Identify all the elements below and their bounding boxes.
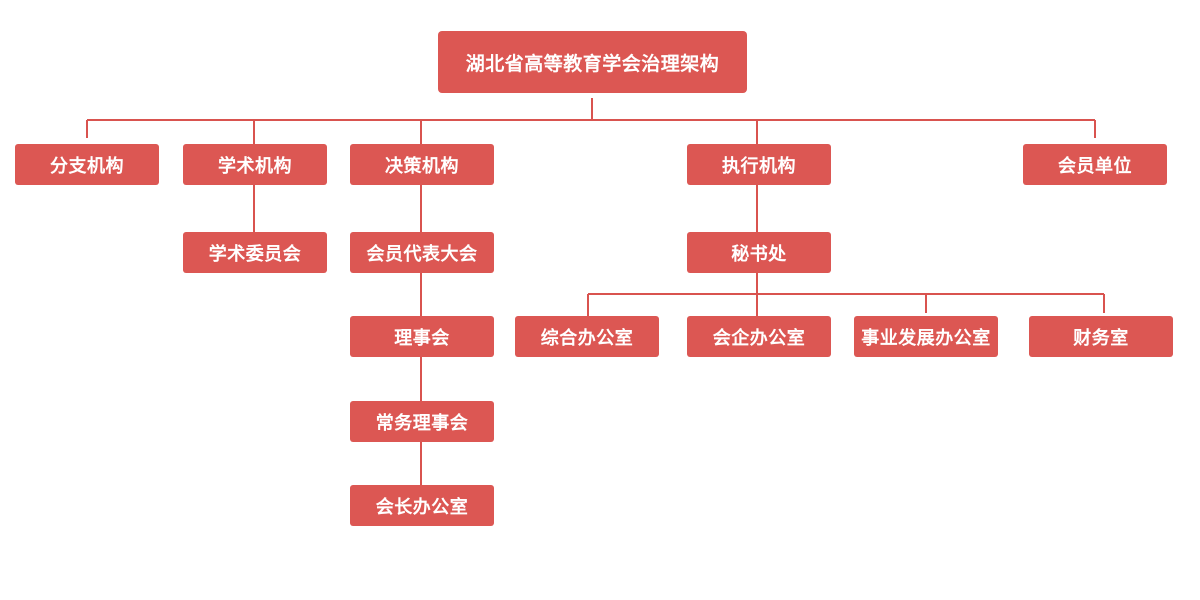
node-fenzhi-label: 分支机构 — [50, 155, 124, 177]
node-office-enterprise: 会企办公室 — [687, 316, 831, 357]
node-office-development-label: 事业发展办公室 — [861, 327, 991, 349]
root-node: 湖北省高等教育学会治理架构 — [438, 31, 747, 93]
node-academic-committee-label: 学术委员会 — [208, 243, 302, 265]
node-office-enterprise-label: 会企办公室 — [712, 327, 806, 349]
node-president-office-label: 会长办公室 — [375, 496, 469, 518]
node-office-finance: 财务室 — [1029, 316, 1173, 357]
root-label: 湖北省高等教育学会治理架构 — [465, 52, 720, 75]
node-secretariat-label: 秘书处 — [731, 243, 787, 265]
node-standing-council: 常务理事会 — [350, 401, 494, 442]
node-assembly: 会员代表大会 — [350, 232, 494, 273]
node-president-office: 会长办公室 — [350, 485, 494, 526]
node-council: 理事会 — [350, 316, 494, 357]
node-secretariat: 秘书处 — [687, 232, 831, 273]
node-zhixing: 执行机构 — [687, 144, 831, 185]
node-juece-label: 决策机构 — [385, 155, 459, 177]
node-office-development: 事业发展办公室 — [854, 316, 998, 357]
node-council-label: 理事会 — [394, 327, 450, 349]
node-standing-council-label: 常务理事会 — [375, 412, 469, 434]
node-zhixing-label: 执行机构 — [722, 155, 796, 177]
node-xueshu-label: 学术机构 — [218, 155, 292, 177]
node-huiyuan-label: 会员单位 — [1058, 155, 1132, 177]
node-assembly-label: 会员代表大会 — [366, 243, 478, 265]
node-xueshu: 学术机构 — [183, 144, 327, 185]
node-huiyuan: 会员单位 — [1023, 144, 1167, 185]
node-juece: 决策机构 — [350, 144, 494, 185]
node-office-general-label: 综合办公室 — [540, 327, 634, 349]
node-office-finance-label: 财务室 — [1073, 327, 1129, 349]
node-academic-committee: 学术委员会 — [183, 232, 327, 273]
node-office-general: 综合办公室 — [515, 316, 659, 357]
node-fenzhi: 分支机构 — [15, 144, 159, 185]
